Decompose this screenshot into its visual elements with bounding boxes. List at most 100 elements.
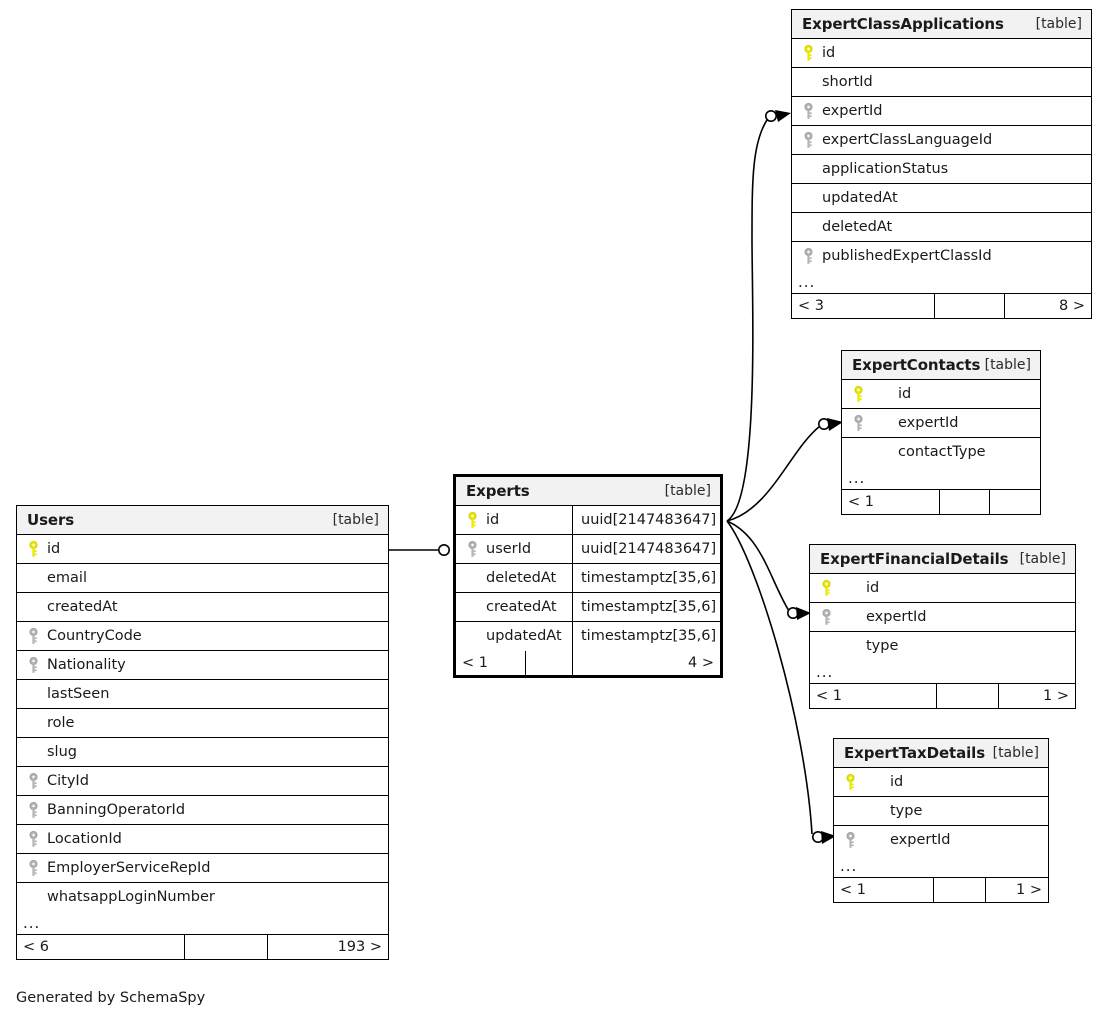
column-name-cell: shortId xyxy=(792,68,1091,96)
column-row[interactable]: CountryCode xyxy=(17,622,388,651)
edge-experts-expertcontacts xyxy=(726,425,821,522)
column-row[interactable]: createdAt xyxy=(17,593,388,622)
table-header: ExpertContacts [table] xyxy=(842,351,1040,380)
footer-parent-count: < 3 xyxy=(792,294,935,318)
column-label: id xyxy=(822,44,836,61)
table-title: ExpertTaxDetails xyxy=(844,743,986,762)
column-row[interactable]: publishedExpertClassId xyxy=(792,242,1091,271)
more-columns-indicator: ... xyxy=(810,661,1075,684)
foreign-key-icon xyxy=(800,126,816,154)
column-name-cell: expertId xyxy=(842,409,1040,437)
column-row[interactable]: type xyxy=(834,797,1048,826)
column-row[interactable]: LocationId xyxy=(17,825,388,854)
column-row[interactable]: expertId xyxy=(810,603,1075,632)
column-label: publishedExpertClassId xyxy=(822,248,992,265)
no-key-spacer xyxy=(464,593,480,621)
footer-middle xyxy=(940,490,990,514)
column-name-cell: BanningOperatorId xyxy=(17,796,388,824)
column-row[interactable]: applicationStatus xyxy=(792,155,1091,184)
footer-parent-count: < 1 xyxy=(810,684,937,708)
column-label: CityId xyxy=(47,772,89,789)
column-row[interactable]: lastSeen xyxy=(17,680,388,709)
terminator-arrow-expertclassapplications xyxy=(775,110,791,122)
footer-middle xyxy=(937,684,999,708)
column-name-cell: id xyxy=(842,380,1040,408)
column-row[interactable]: role xyxy=(17,709,388,738)
column-name-cell: createdAt xyxy=(456,593,573,621)
column-row[interactable]: shortId xyxy=(792,68,1091,97)
edge-experts-experttaxdetails xyxy=(726,520,813,835)
primary-key-icon xyxy=(464,506,480,534)
column-label: EmployerServiceRepId xyxy=(47,859,211,876)
column-row[interactable]: type xyxy=(810,632,1075,661)
table-title: ExpertContacts xyxy=(852,355,981,374)
column-name-cell: role xyxy=(17,709,388,737)
footer-child-count: 1 > xyxy=(1043,687,1069,704)
table-header: ExpertClassApplications [table] xyxy=(792,10,1091,39)
footer-middle xyxy=(935,294,1005,318)
column-label: Nationality xyxy=(47,656,126,673)
edge-experts-expertclassapplications xyxy=(726,116,770,522)
column-row[interactable]: id xyxy=(834,768,1048,797)
foreign-key-icon xyxy=(800,97,816,125)
column-row[interactable]: id xyxy=(810,574,1075,603)
column-name-cell: contactType xyxy=(842,438,1040,467)
column-row[interactable]: deletedAt xyxy=(792,213,1091,242)
column-label: createdAt xyxy=(486,598,557,615)
column-label: deletedAt xyxy=(822,218,893,235)
foreign-key-icon xyxy=(842,826,858,855)
column-row[interactable]: Nationality xyxy=(17,651,388,680)
footer-child-count: 4 > xyxy=(688,654,714,671)
column-label: updatedAt xyxy=(822,189,898,206)
column-name-cell: type xyxy=(810,632,1075,661)
footer-parent-count: < 1 xyxy=(456,651,526,675)
table-title: ExpertClassApplications xyxy=(802,14,1004,33)
table-footer: < 1 xyxy=(842,490,1040,514)
column-label: BanningOperatorId xyxy=(47,801,186,818)
column-name-cell: userId xyxy=(456,535,573,563)
column-row[interactable]: EmployerServiceRepId xyxy=(17,854,388,883)
column-row[interactable]: CityId xyxy=(17,767,388,796)
terminator-circle-expertclassapplications xyxy=(764,110,777,123)
column-row[interactable]: slug xyxy=(17,738,388,767)
foreign-key-icon xyxy=(25,825,41,853)
column-row[interactable]: contactType xyxy=(842,438,1040,467)
column-row[interactable]: email xyxy=(17,564,388,593)
table-expertclassapplications[interactable]: ExpertClassApplications [table] id shortI… xyxy=(791,9,1092,319)
table-type-tag: [table] xyxy=(984,357,1031,373)
more-columns-indicator: ... xyxy=(834,855,1048,878)
column-row[interactable]: expertId xyxy=(792,97,1091,126)
terminator-circle-users-experts xyxy=(437,543,450,556)
column-label: slug xyxy=(47,743,77,760)
column-row[interactable]: id xyxy=(842,380,1040,409)
column-label: type xyxy=(890,802,923,819)
column-row[interactable]: updatedAt xyxy=(792,184,1091,213)
column-row[interactable]: id xyxy=(17,535,388,564)
column-row[interactable]: expertClassLanguageId xyxy=(792,126,1091,155)
column-row[interactable]: expertId xyxy=(834,826,1048,855)
column-row[interactable]: BanningOperatorId xyxy=(17,796,388,825)
table-type-tag: [table] xyxy=(332,512,379,528)
primary-key-icon xyxy=(25,535,41,563)
column-name-cell: createdAt xyxy=(17,593,388,621)
column-row[interactable]: whatsappLoginNumber xyxy=(17,883,388,912)
column-row[interactable]: expertId xyxy=(842,409,1040,438)
footer-child-count: 193 > xyxy=(337,938,382,955)
terminator-circle-expertfinancialdetails xyxy=(786,606,799,619)
column-row[interactable]: id xyxy=(792,39,1091,68)
foreign-key-icon xyxy=(25,767,41,795)
